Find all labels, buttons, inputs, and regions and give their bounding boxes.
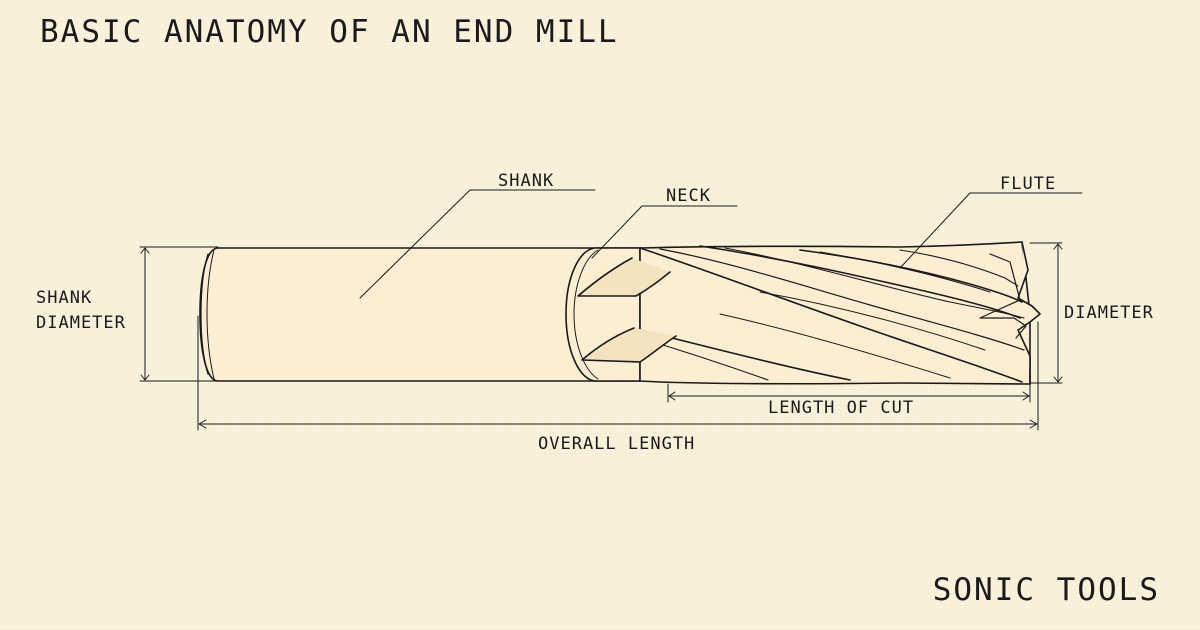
flute-label: FLUTE — [1000, 174, 1057, 194]
overall-length-label: OVERALL LENGTH — [538, 434, 696, 454]
length-of-cut-label: LENGTH OF CUT — [768, 398, 915, 418]
shank-diameter-dimension — [139, 246, 219, 382]
neck-label: NECK — [666, 186, 711, 206]
overall-length-dimension — [197, 315, 1039, 431]
diameter-dimension — [1029, 242, 1063, 384]
shank-leader — [359, 189, 596, 299]
shank-label: SHANK — [498, 171, 555, 191]
diameter-label: DIAMETER — [1064, 303, 1154, 323]
flute-leader — [899, 192, 1083, 269]
shank-diameter-label-line1: SHANK — [36, 288, 93, 308]
neck-leader — [591, 205, 738, 259]
flute-section — [577, 241, 1041, 385]
shank-diameter-label-line2: DIAMETER — [36, 313, 126, 333]
diagram-title: BASIC ANATOMY OF AN END MILL — [40, 14, 619, 50]
brand-name: SONIC TOOLS — [932, 572, 1160, 608]
length-of-cut-dimension — [667, 383, 1031, 403]
